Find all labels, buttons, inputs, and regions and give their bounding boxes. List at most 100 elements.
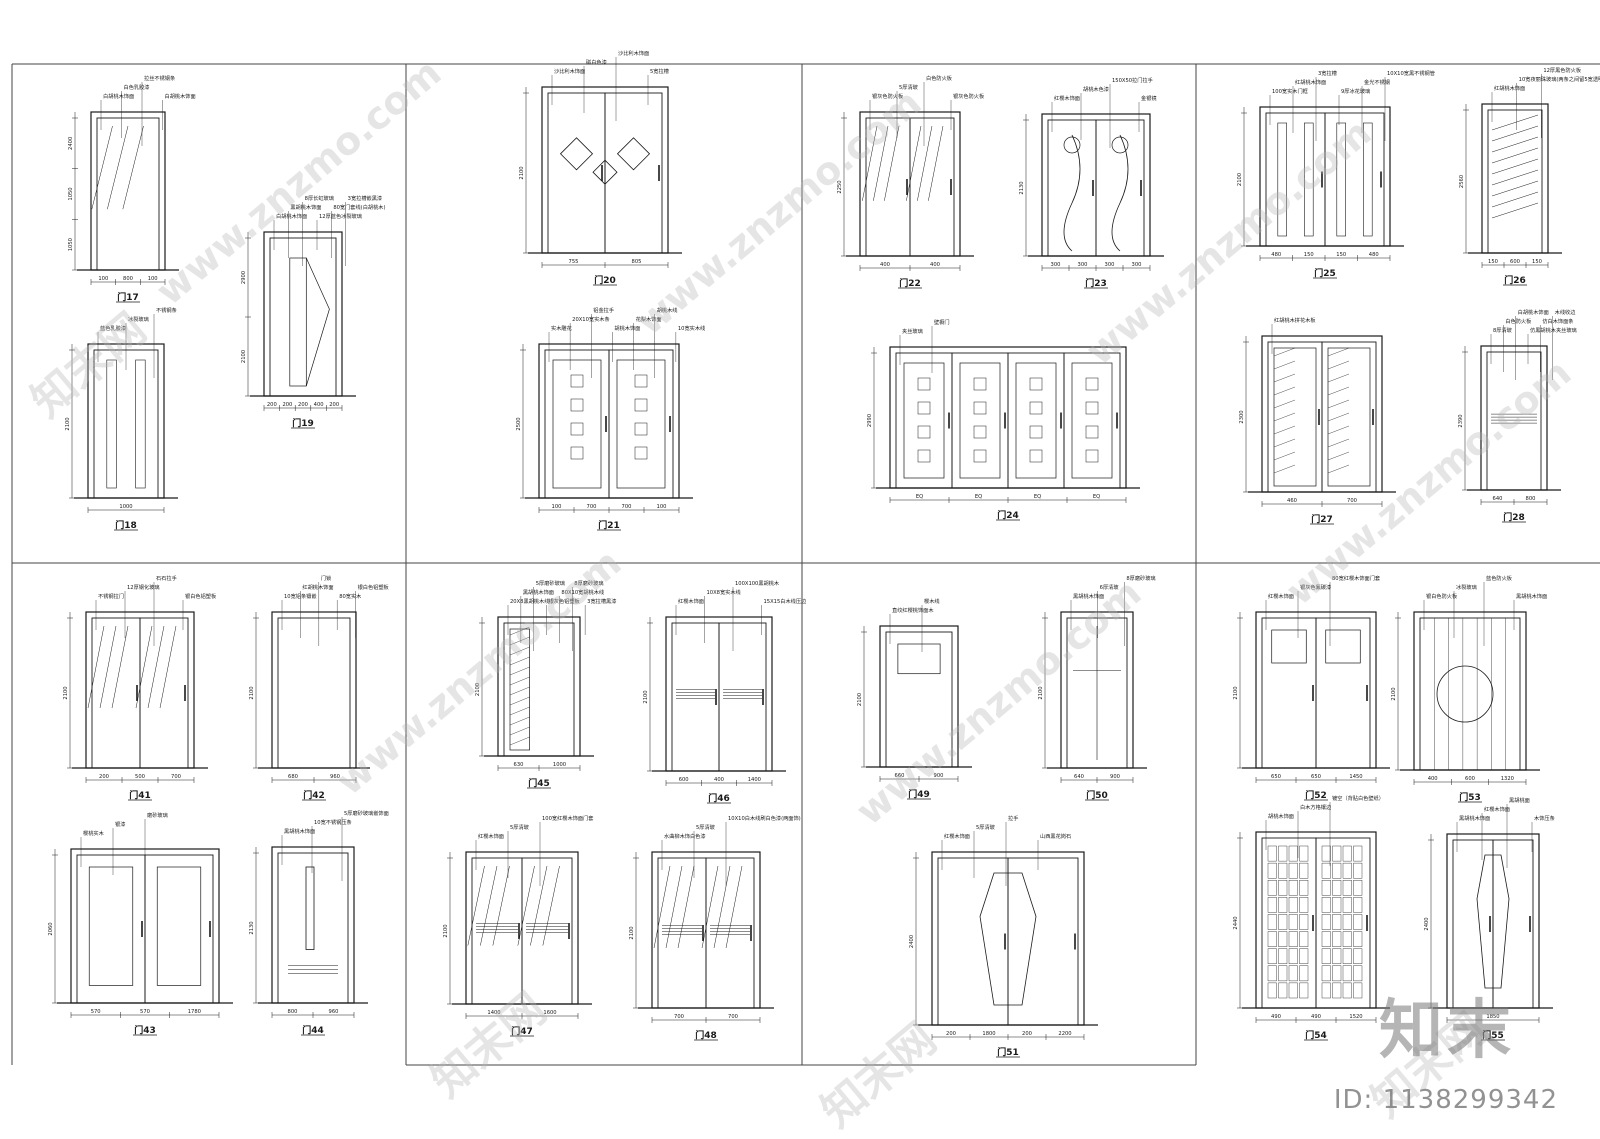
material-note: 白胡桃木饰面	[276, 212, 307, 220]
width-dimension: 200	[329, 402, 339, 408]
door-label: 门54	[1305, 1029, 1327, 1041]
door-label: 门17	[117, 291, 139, 303]
material-note: 银灰色铝塑板	[549, 597, 581, 605]
material-note: 3宽拉槽	[1318, 69, 1337, 77]
material-note: 黑胡桃木饰面	[523, 588, 554, 596]
material-note: 山西黑花岗石	[1040, 832, 1071, 840]
width-dimension: 490	[1271, 1014, 1281, 1020]
door-label: 门21	[598, 519, 620, 531]
door-label: 门48	[695, 1029, 717, 1041]
width-dimension: 700	[674, 1014, 684, 1020]
door-label: 门47	[511, 1025, 533, 1037]
width-dimension: 1800	[982, 1031, 995, 1037]
width-dimension: 500	[135, 774, 145, 780]
door-label: 门43	[134, 1024, 156, 1036]
material-note: 白色乳胶漆	[124, 83, 150, 91]
width-dimension: 100	[657, 504, 667, 510]
height-dimension: 2400	[909, 935, 915, 948]
material-note: 黑胡桃木饰面	[1516, 592, 1547, 600]
width-dimension: 805	[632, 259, 642, 265]
width-dimension: 100	[148, 276, 158, 282]
material-note: 10X10宽黑不锈钢管	[1387, 69, 1435, 77]
material-note: 磁白色漆	[586, 58, 607, 66]
width-dimension: 300	[1078, 262, 1088, 268]
door-label: 门49	[908, 788, 930, 800]
material-note: 20X8黑胡桃木线	[510, 597, 549, 605]
width-dimension: 800	[123, 276, 133, 282]
material-note: 10宽不锈钢压条	[314, 818, 352, 826]
material-note: 红樱木饰面	[1268, 592, 1294, 600]
material-note: 红胡桃木拼花木板	[1274, 316, 1316, 324]
material-note: 壁橱门	[934, 318, 950, 326]
material-note: 白胡桃木饰面	[165, 92, 196, 100]
material-note: 水曲柳木饰白色漆	[664, 832, 706, 840]
material-note: 5厚清玻	[899, 83, 919, 91]
width-dimension: 800	[1526, 496, 1536, 502]
material-note: 6厚清玻	[1100, 583, 1120, 591]
width-dimension: 680	[288, 774, 298, 780]
material-note: 白木方格镶边	[1300, 803, 1332, 811]
width-dimension: 200	[1022, 1031, 1032, 1037]
material-note: 花梨木饰面	[636, 315, 662, 323]
height-dimension: 2400	[68, 137, 74, 150]
height-dimension: 2390	[1458, 414, 1464, 427]
panel-frames	[11, 63, 1600, 1066]
material-note: 木饰压条	[1534, 814, 1555, 822]
width-dimension: 640	[1493, 496, 1503, 502]
material-note: 金光不锈钢	[1364, 78, 1390, 86]
material-note: 5宽拉槽	[650, 67, 669, 75]
material-note: 仿黑胡桃木夹丝玻璃	[1530, 326, 1577, 334]
material-note: 黑胡桃木饰面	[290, 203, 321, 211]
material-note: 10宽夜丽珠玻璃(两条之间留5宽透明)	[1519, 75, 1600, 83]
material-note: 拉丝不锈钢条	[144, 74, 175, 82]
material-note: 150X50拉门拉手	[1112, 76, 1153, 84]
width-dimension: 1400	[748, 777, 761, 783]
material-note: 蓝色乳胶漆	[100, 324, 126, 332]
width-dimension: 700	[171, 774, 181, 780]
material-note: 蓝色防火板	[1486, 574, 1513, 582]
width-dimension: 200	[267, 402, 277, 408]
material-note: 5厚磨砂玻璃	[536, 579, 565, 587]
door-label: 门52	[1305, 789, 1327, 801]
width-dimension: 630	[514, 762, 524, 768]
material-note: 镀空（背贴白色壁纸）	[1332, 794, 1384, 802]
width-dimension: 480	[1271, 252, 1281, 258]
material-note: 石石拉手	[156, 574, 177, 582]
height-dimension: 2100	[475, 683, 481, 696]
door-label: 门18	[115, 519, 137, 531]
material-note: 不锈钢条	[156, 306, 177, 314]
material-note: 8厚长虹玻璃	[305, 194, 334, 202]
material-note: 沙比利木饰面	[618, 49, 649, 57]
width-dimension: 2200	[1058, 1031, 1071, 1037]
height-dimension: 2400	[1424, 917, 1430, 930]
material-note: 5厚磨砂玻璃嵌饰面	[344, 809, 389, 817]
material-note: 红胡桃木饰面	[302, 583, 333, 591]
image-id: ID: 1138299342	[1333, 1085, 1558, 1115]
material-note: 银白色铝塑板	[358, 583, 390, 591]
material-note: 仿白木饰面条	[1542, 317, 1573, 325]
material-note: 银白色防火板	[1426, 592, 1458, 600]
height-dimension: 2100	[443, 924, 449, 937]
width-dimension: 700	[587, 504, 597, 510]
material-note: 实木雕花	[551, 324, 572, 332]
material-note: 80X10宽胡桃木线	[561, 588, 604, 596]
height-dimension: 2100	[643, 690, 649, 703]
width-dimension: 1520	[1349, 1014, 1362, 1020]
height-dimension: 2100	[1237, 173, 1243, 186]
door-elevation: 20X8黑胡桃木线黑胡桃木饰面5厚磨砂玻璃银灰色铝塑板80X10宽胡桃木线8厚磨…	[475, 579, 616, 789]
material-note: 红樱木饰面	[678, 597, 704, 605]
material-note: 银灰色防火板	[872, 92, 904, 100]
material-note: 红樱木饰面	[944, 832, 970, 840]
